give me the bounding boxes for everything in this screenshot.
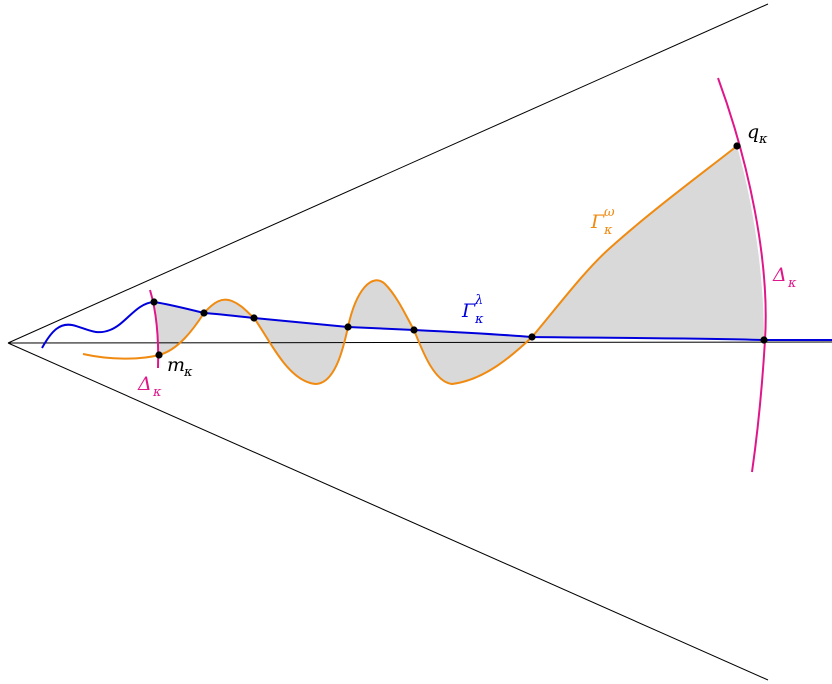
label-gamma-lambda-sub: κ <box>474 312 484 327</box>
label-delta-right: Δ κ <box>772 264 797 291</box>
point-dot <box>250 314 258 322</box>
cone-lines <box>7 3 832 681</box>
point-q-dot <box>733 142 741 150</box>
point-dot <box>760 336 768 344</box>
label-q-sub: κ <box>758 132 768 147</box>
point-dot <box>410 326 418 334</box>
label-q: q κ <box>747 121 768 147</box>
label-gamma-omega-main: Γ <box>590 211 605 233</box>
label-gamma-omega: Γ ω κ <box>590 205 615 238</box>
shaded-region-3 <box>254 318 348 384</box>
label-gamma-lambda-sup: λ <box>474 293 483 308</box>
label-gamma-omega-sub: κ <box>603 223 613 238</box>
shaded-region-6 <box>532 146 764 340</box>
point-m-dot <box>155 351 163 359</box>
shaded-region-5 <box>414 330 532 384</box>
point-dot <box>150 298 158 306</box>
intersection-points <box>150 142 768 359</box>
label-delta-right-main: Δ <box>772 264 787 286</box>
label-delta-left: Δ κ <box>137 373 162 400</box>
point-dot <box>528 333 536 341</box>
label-m-sub: κ <box>183 365 193 380</box>
cone-lower-line <box>7 342 769 681</box>
label-gamma-omega-sup: ω <box>604 205 615 220</box>
label-delta-left-sub: κ <box>152 385 162 400</box>
gamma-lambda-curve <box>41 300 832 349</box>
label-gamma-lambda-main: Γ <box>461 300 476 322</box>
label-m-main: m <box>167 354 185 376</box>
point-dot <box>200 309 208 317</box>
label-m: m κ <box>167 354 193 380</box>
delta-arc-left <box>149 289 160 369</box>
cone-upper-line <box>7 3 769 344</box>
label-delta-right-sub: κ <box>787 276 797 291</box>
label-q-main: q <box>747 121 759 143</box>
shaded-region-4 <box>348 280 414 330</box>
shaded-region-1 <box>154 302 204 355</box>
label-gamma-lambda: Γ λ κ <box>461 293 484 327</box>
shaded-regions <box>154 146 764 384</box>
label-delta-left-main: Δ <box>137 373 152 395</box>
point-dot <box>344 323 352 331</box>
